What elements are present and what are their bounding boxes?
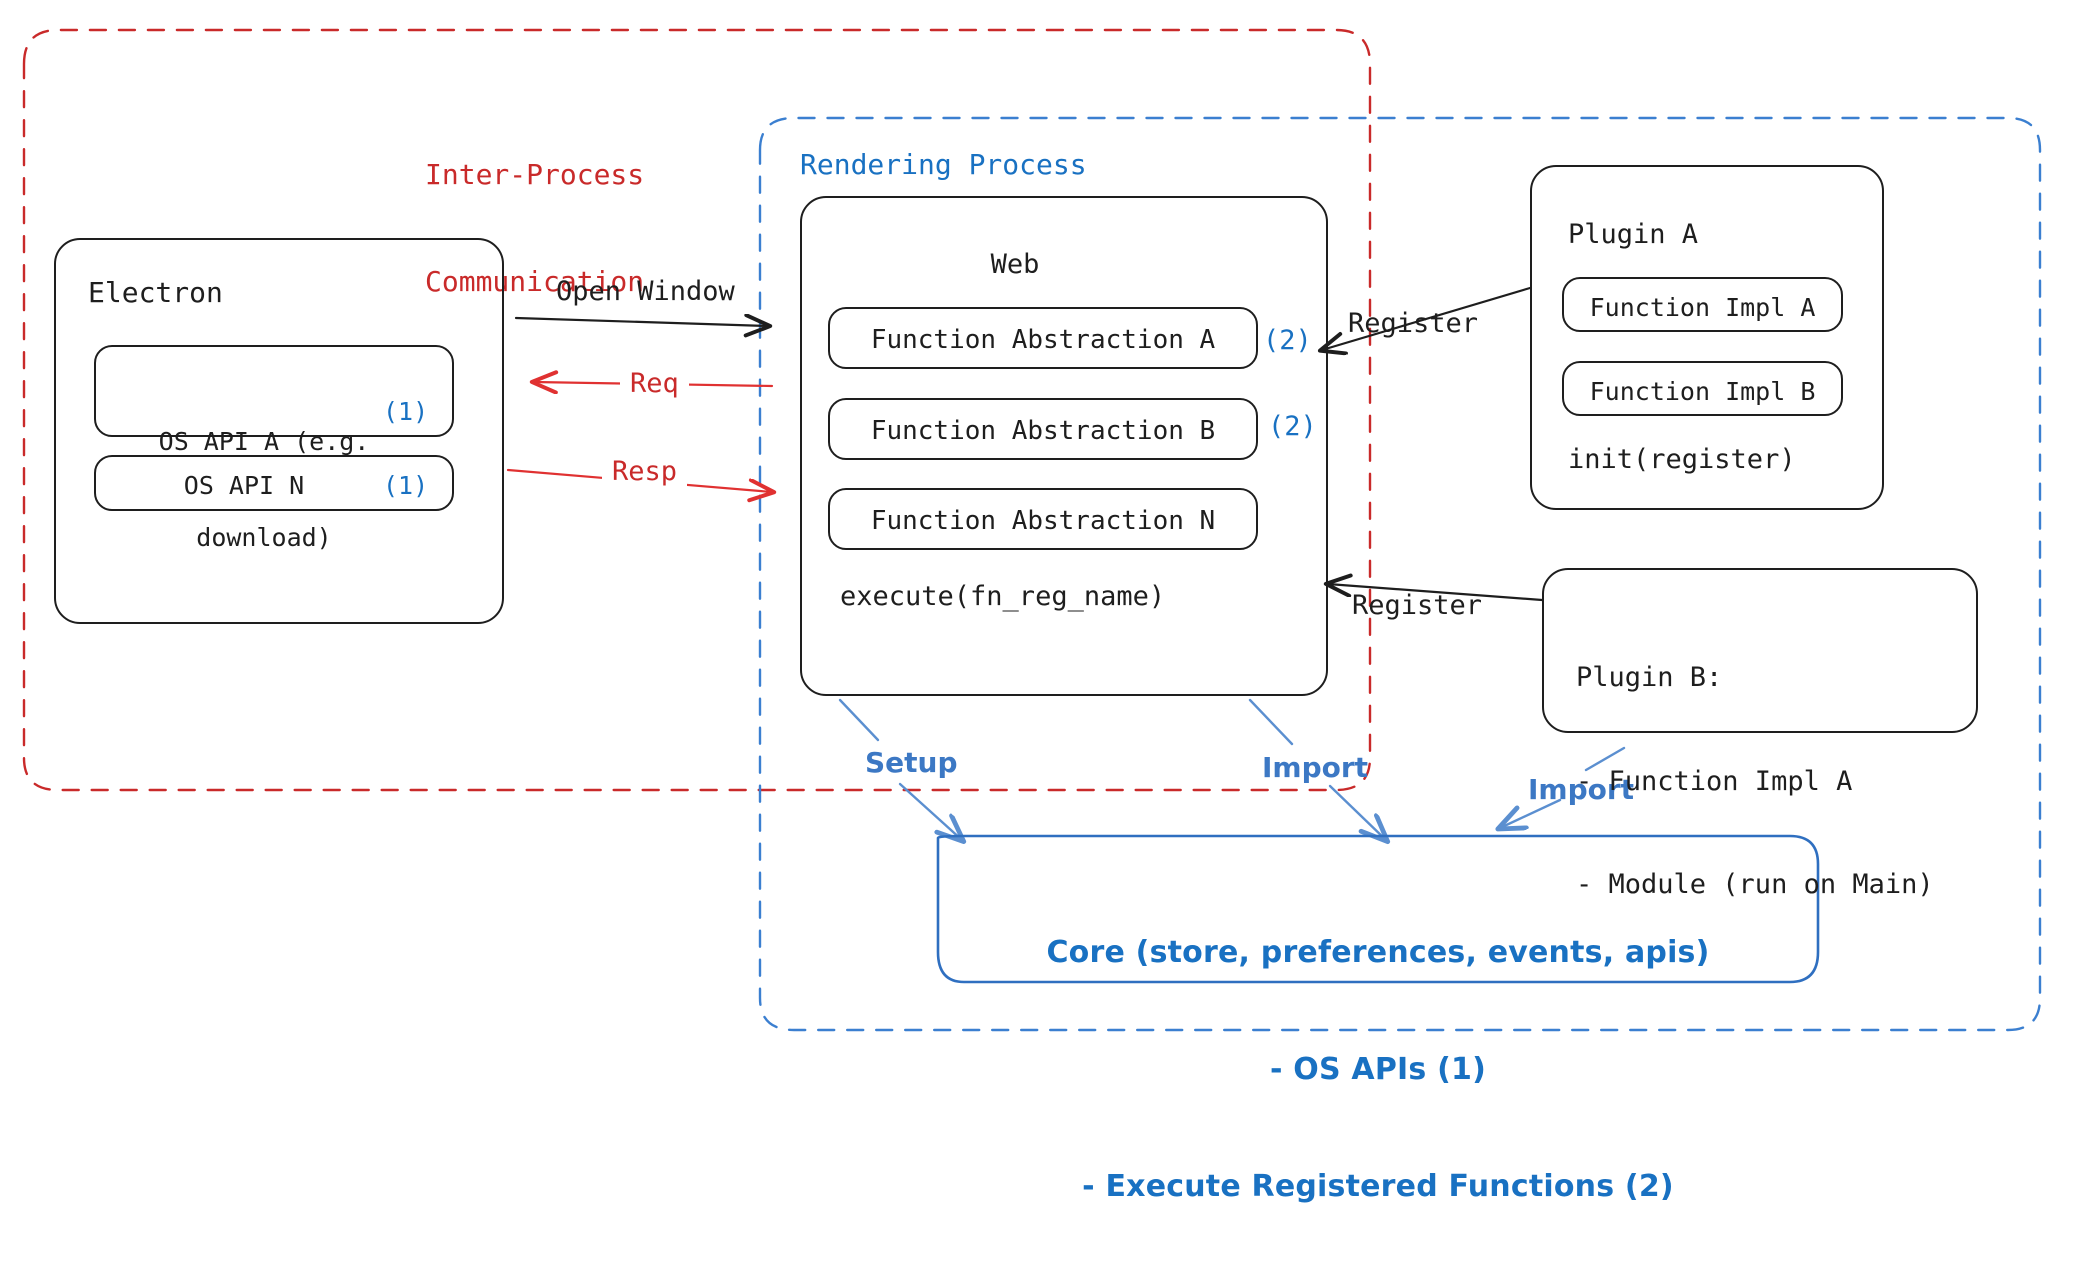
ipc-title: Inter-Process Communication — [425, 85, 644, 372]
plugin-a-function-impl-a-box[interactable] — [1562, 277, 1843, 332]
plugin-b-line-1: - Function Impl A — [1576, 765, 1853, 797]
function-abstraction-a-box[interactable] — [828, 307, 1258, 369]
web-footer-execute: execute(fn_reg_name) — [840, 581, 1166, 612]
os-api-a-line2: download) — [196, 523, 332, 552]
edge-open-window-label: Open Window — [556, 276, 735, 307]
os-api-a-box[interactable] — [94, 345, 454, 437]
os-api-n-label: OS API N — [183, 471, 305, 500]
web-box[interactable] — [800, 196, 1328, 696]
edge-setup-label: Setup — [865, 746, 958, 779]
plugin-b-line-2: - Module (run on Main) — [1576, 869, 1934, 901]
function-abstraction-b-box[interactable] — [828, 398, 1258, 460]
plugin-a-box[interactable] — [1530, 165, 1884, 510]
rendering-process-title: Rendering Process — [800, 148, 1087, 181]
function-abstraction-a-tag: (2) — [1263, 325, 1312, 356]
ipc-title-line1: Inter-Process — [425, 157, 645, 191]
core-line-1: Core (store, preferences, events, apis) — [1046, 935, 1710, 970]
os-api-a-line1: OS API A (e.g. — [158, 427, 370, 456]
function-abstraction-n-box[interactable] — [828, 488, 1258, 550]
electron-title: Electron — [88, 276, 223, 309]
function-abstraction-b-tag: (2) — [1268, 411, 1317, 442]
edge-resp-label: Resp — [602, 455, 688, 490]
edge-register-plugin-a-label: Register — [1348, 308, 1479, 339]
ipc-title-line2: Communication — [425, 265, 645, 299]
plugin-b-title: Plugin B: — [1576, 662, 1723, 694]
plugin-a-function-impl-b-label: Function Impl B — [1589, 377, 1816, 406]
os-api-a-tag: (1) — [383, 397, 429, 426]
core-line-3: - Execute Registered Functions (2) — [1082, 1169, 1674, 1204]
plugin-a-title: Plugin A — [1568, 219, 1699, 250]
os-api-n-tag: (1) — [383, 471, 429, 500]
function-abstraction-n-label: Function Abstraction N — [870, 506, 1216, 536]
plugin-a-footer-init: init(register) — [1568, 444, 1796, 475]
function-abstraction-a-label: Function Abstraction A — [870, 325, 1216, 355]
edge-import-web-label: Import — [1262, 751, 1369, 784]
plugin-b-content: Plugin B: - Function Impl A - Module (ru… — [1576, 592, 1934, 972]
edge-req-label: Req — [620, 367, 689, 402]
electron-box[interactable] — [54, 238, 504, 624]
edge-import-plugin-b-label: Import — [1528, 773, 1635, 806]
diagram-canvas: Inter-Process Communication Rendering Pr… — [22, 28, 2042, 1204]
core-box-content: Core (store, preferences, events, apis) … — [938, 855, 1818, 1284]
plugin-a-function-impl-b-box[interactable] — [1562, 361, 1843, 416]
plugin-b-box[interactable] — [1542, 568, 1978, 733]
function-abstraction-b-label: Function Abstraction B — [870, 416, 1216, 446]
os-api-a-label: OS API A (e.g. download) — [94, 362, 434, 618]
plugin-a-function-impl-a-label: Function Impl A — [1589, 293, 1816, 322]
core-line-2: - OS APIs (1) — [1269, 1052, 1486, 1087]
edge-register-plugin-b-label: Register — [1352, 590, 1483, 621]
os-api-n-box[interactable] — [94, 455, 454, 511]
web-title: Web — [990, 249, 1040, 280]
